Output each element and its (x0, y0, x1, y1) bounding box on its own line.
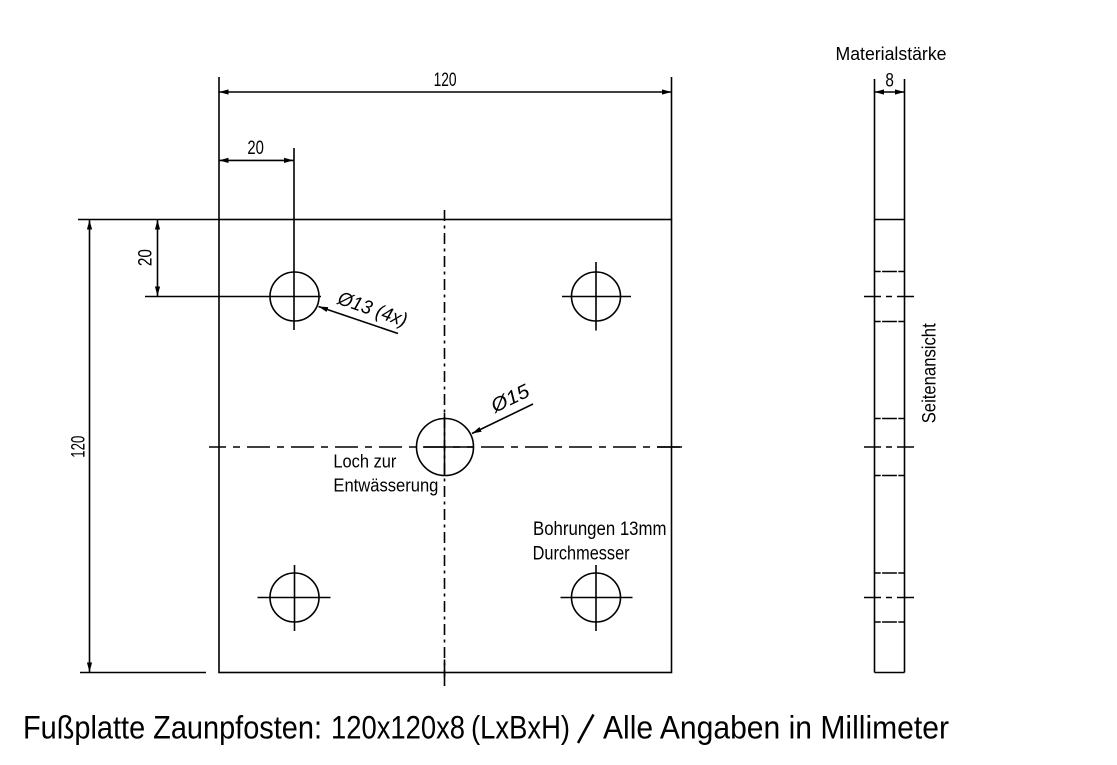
svg-text:Bohrungen 13mm: Bohrungen 13mm (533, 518, 667, 540)
svg-text:Seitenansicht: Seitenansicht (920, 323, 941, 424)
svg-text:Loch zur: Loch zur (333, 450, 396, 471)
svg-text:120: 120 (67, 436, 89, 458)
svg-text:Alle Angaben in Millimeter: Alle Angaben in Millimeter (603, 710, 949, 746)
svg-text:8: 8 (885, 70, 894, 92)
svg-text:Fußplatte Zaunpfosten:: Fußplatte Zaunpfosten: (23, 710, 322, 746)
svg-text:Durchmesser: Durchmesser (533, 542, 630, 564)
svg-text:Entwässerung: Entwässerung (333, 474, 438, 495)
svg-text:20: 20 (247, 137, 264, 159)
svg-text:120: 120 (434, 69, 457, 91)
svg-text:120x120x8: 120x120x8 (331, 710, 465, 746)
svg-text:Materialstärke: Materialstärke (836, 43, 947, 64)
svg-text:(LxBxH): (LxBxH) (471, 710, 570, 746)
svg-text:20: 20 (135, 249, 157, 266)
svg-text:Ø15: Ø15 (487, 380, 534, 418)
